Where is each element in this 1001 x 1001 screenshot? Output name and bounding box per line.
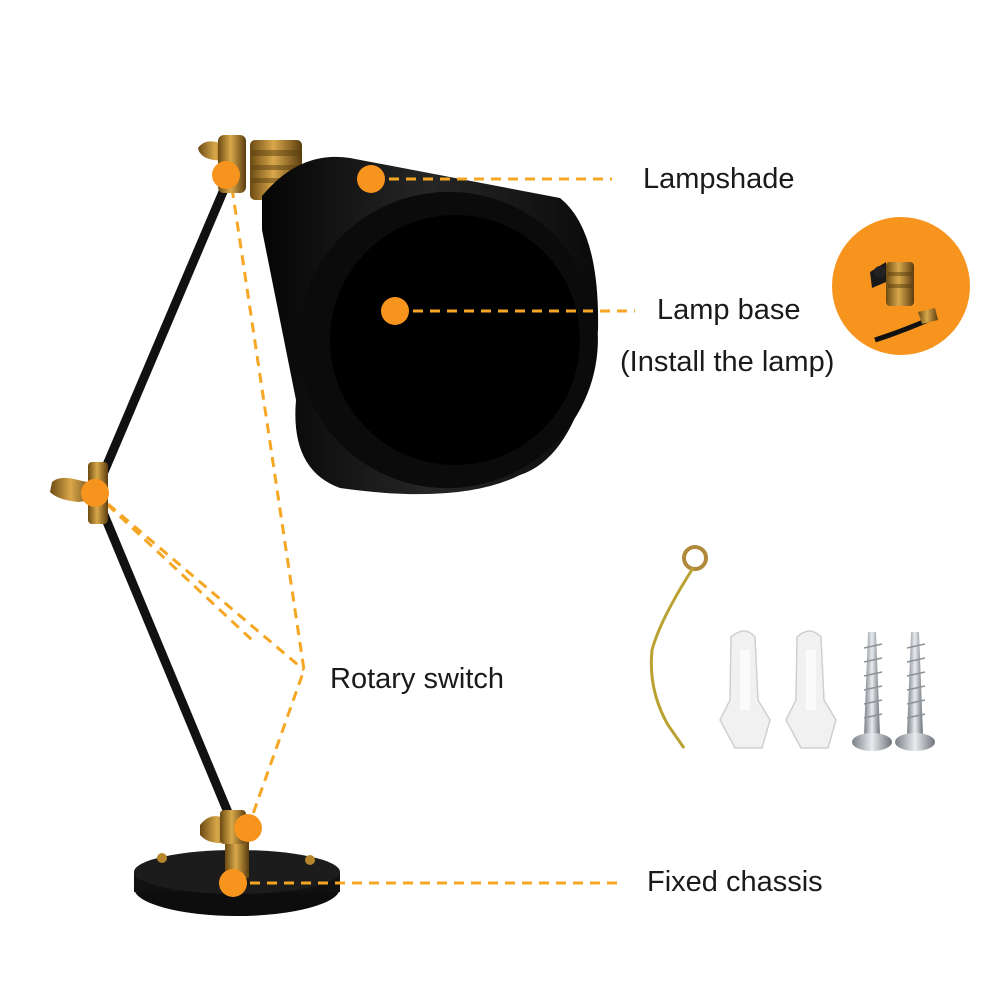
- lower-arm: [90, 488, 246, 844]
- lamp-base-plate: [134, 838, 340, 916]
- dot-lower-joint: [234, 814, 262, 842]
- rotary-guide-lines: [93, 187, 306, 829]
- callout-dots: [81, 161, 409, 897]
- dot-fixed-chassis: [219, 869, 247, 897]
- upper-arm: [50, 175, 233, 524]
- dot-lampshade: [357, 165, 385, 193]
- wall-anchor-icon: [719, 630, 837, 749]
- lamp-socket-icon: [832, 217, 970, 355]
- dot-middle-joint: [81, 479, 109, 507]
- label-lamp-base: Lamp base: [657, 294, 801, 326]
- callout-lines: [233, 177, 635, 885]
- screw-icon: [852, 632, 935, 751]
- dot-top-joint: [212, 161, 240, 189]
- wire-icon: [649, 545, 708, 749]
- label-rotary-switch: Rotary switch: [330, 663, 505, 695]
- label-fixed-chassis: Fixed chassis: [647, 866, 823, 898]
- label-lampshade: Lampshade: [643, 163, 795, 195]
- label-lamp-base-note: (Install the lamp): [620, 346, 835, 378]
- dot-lamp-base: [381, 297, 409, 325]
- lampshade-icon: [262, 156, 599, 495]
